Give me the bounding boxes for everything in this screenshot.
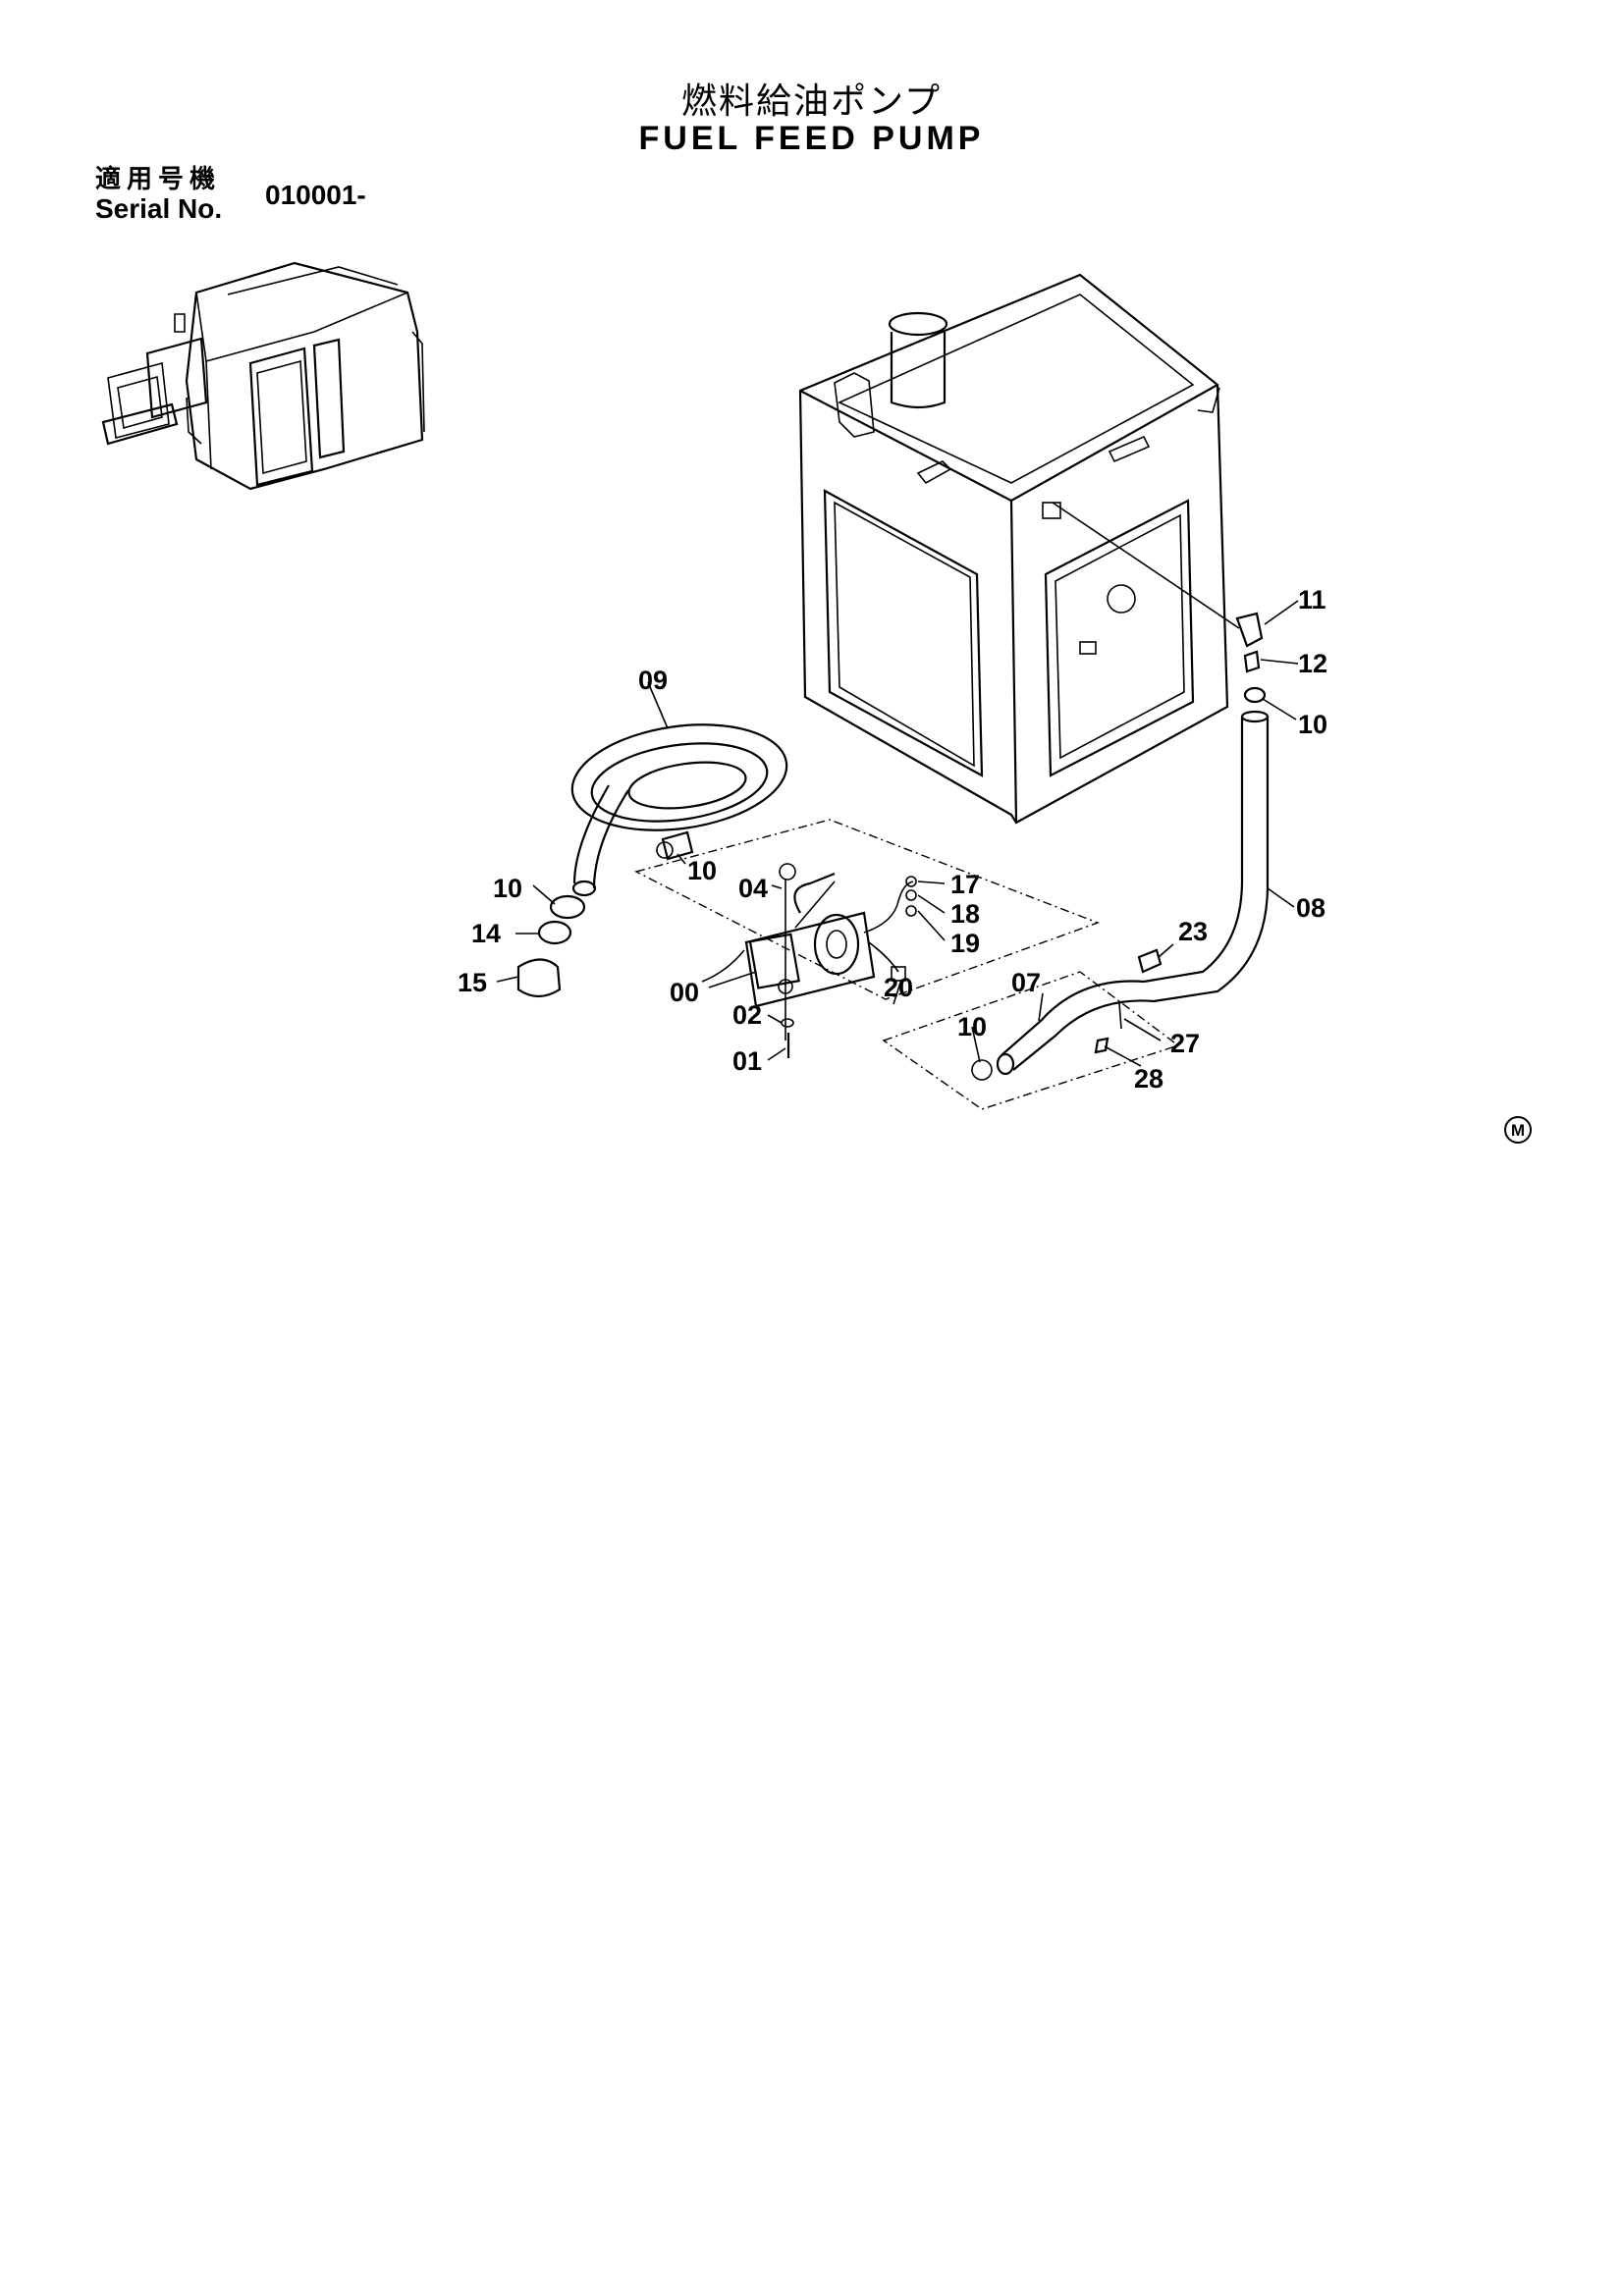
callout-19: 19 (950, 929, 980, 958)
serial-label-japanese: 適用号機 (95, 165, 222, 194)
serial-label: 適用号機 Serial No. (95, 165, 222, 224)
callout-10-hose: 10 (957, 1012, 987, 1041)
callout-04: 04 (738, 874, 768, 903)
manufacturer-mark: M (1504, 1116, 1532, 1144)
callout-12: 12 (1298, 649, 1327, 678)
callout-09: 09 (638, 666, 668, 695)
fuel-feed-pump (701, 872, 914, 1058)
callout-17: 17 (950, 870, 980, 899)
callout-18: 18 (950, 899, 980, 929)
callout-08: 08 (1296, 893, 1325, 923)
fuel-tank (798, 273, 1229, 825)
callout-10-tank-side: 10 (1298, 710, 1327, 739)
serial-number: 010001- (265, 180, 366, 210)
hose-09-coil (570, 723, 788, 897)
excavator-overview-illustration (101, 261, 425, 491)
callout-01: 01 (732, 1046, 762, 1076)
title-japanese: 燃料給油ポンプ (681, 81, 942, 122)
callout-28: 28 (1134, 1064, 1163, 1094)
hose-08-07 (996, 710, 1270, 1076)
callout-10-left: 10 (493, 874, 522, 903)
callout-11: 11 (1298, 585, 1326, 614)
callout-14: 14 (471, 919, 501, 948)
title-english: FUEL FEED PUMP (638, 120, 985, 157)
hose-end-parts (516, 894, 586, 998)
hose-07-subassembly-outline (882, 971, 1180, 1110)
callout-27: 27 (1170, 1029, 1200, 1058)
callout-15: 15 (458, 968, 487, 997)
callout-10-coil: 10 (687, 856, 717, 885)
callout-00: 00 (670, 978, 699, 1007)
callout-07: 07 (1011, 968, 1041, 997)
leader-lines (496, 600, 1299, 1067)
manufacturer-mark-letter: M (1511, 1121, 1525, 1140)
callout-23: 23 (1178, 917, 1208, 946)
pump-subassembly-outline (634, 819, 1101, 1000)
callout-20: 20 (884, 973, 913, 1002)
fitting-parts (779, 502, 1267, 1081)
serial-label-english: Serial No. (95, 193, 223, 224)
callout-02: 02 (732, 1000, 762, 1030)
